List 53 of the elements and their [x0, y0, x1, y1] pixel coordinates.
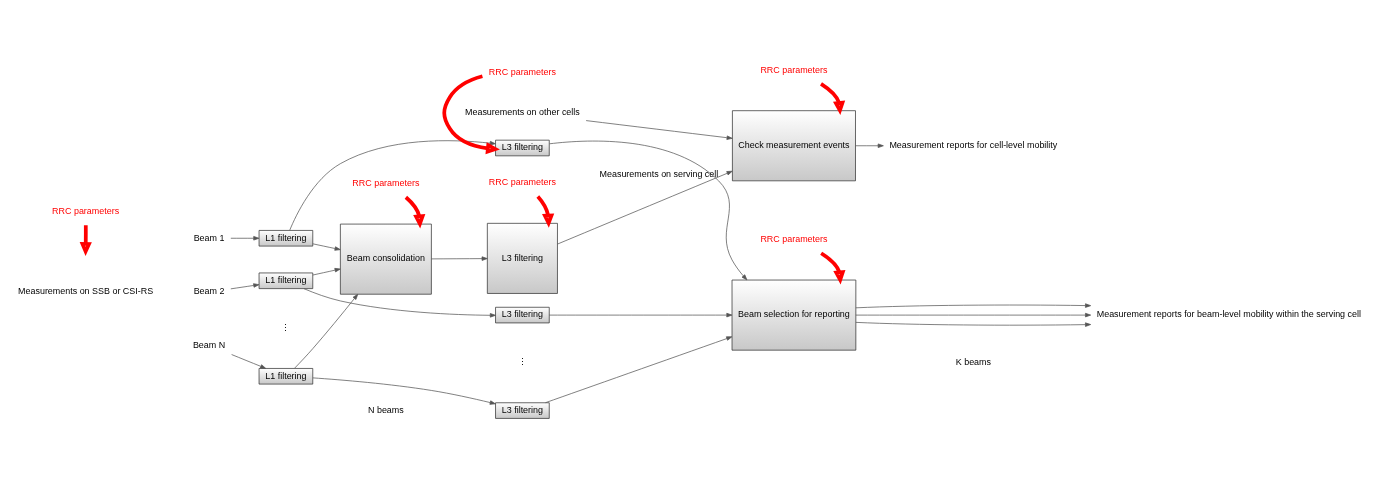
node-box: L3 filtering	[495, 306, 550, 323]
arrow	[312, 242, 341, 251]
label: N beams	[368, 404, 404, 415]
node-text: RRC parameters	[352, 177, 420, 188]
edge-label: Measurements on serving cell	[599, 168, 719, 179]
arrow	[548, 312, 733, 317]
arrow	[230, 235, 260, 240]
arrow	[820, 251, 846, 284]
arrow	[545, 335, 733, 403]
arrow	[557, 170, 733, 244]
node-text: Beam 2	[193, 285, 225, 296]
node-text: Measurement reports for beam-level mobility within the serving cell	[1096, 308, 1361, 319]
arrow	[312, 267, 341, 275]
node-text: Beam 1	[193, 232, 225, 243]
node-box: Check measurement events	[732, 109, 856, 181]
label: K beams	[955, 356, 991, 367]
arrow	[855, 321, 1092, 327]
node-box: L1 filtering	[258, 229, 314, 246]
arrow	[855, 143, 884, 148]
arrow	[303, 287, 496, 317]
label: ⋮	[517, 356, 527, 367]
node-text: Measurement reports for cell-level mobility	[889, 139, 1058, 150]
node-box: L3 filtering	[486, 222, 558, 294]
node-box: L1 filtering	[258, 272, 314, 289]
arrow	[442, 74, 500, 154]
node-text: RRC parameters	[488, 176, 556, 187]
node-box: Beam consolidation	[340, 223, 432, 295]
node-text: Measurements on other cells	[465, 106, 580, 117]
arrow	[549, 140, 748, 280]
node-text: RRC parameters	[760, 233, 828, 244]
node-text: Beam N	[192, 339, 226, 350]
node-box: L1 filtering	[258, 367, 314, 384]
node-text: RRC parameters	[488, 66, 556, 77]
arrow	[431, 255, 488, 261]
node-text: RRC parameters	[52, 205, 120, 216]
node-box: L3 filtering	[495, 401, 550, 419]
arrow	[585, 119, 733, 140]
label: ⋮	[281, 322, 291, 333]
node-text: Measurements on SSB or CSI-RS	[18, 285, 154, 296]
arrow	[855, 312, 1092, 317]
arrow	[312, 377, 496, 405]
arrow	[294, 293, 359, 369]
arrow	[820, 81, 846, 115]
node-box: Beam selection for reporting	[731, 279, 857, 351]
arrow	[79, 224, 92, 256]
node-box: L3 filtering	[495, 139, 550, 156]
arrow	[404, 195, 426, 228]
arrow	[230, 282, 260, 289]
arrow	[855, 302, 1092, 308]
arrow	[231, 353, 267, 369]
arrow	[536, 194, 555, 228]
arrow	[289, 139, 496, 231]
node-text: RRC parameters	[760, 64, 828, 75]
